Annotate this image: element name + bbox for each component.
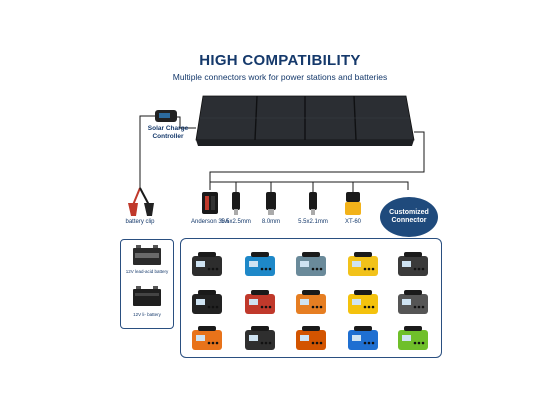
battery-panel: 12V lead-acid battery 12V li- battery — [120, 239, 174, 329]
connector-label-battery-clip: battery clip — [125, 219, 155, 225]
power-station-icon — [398, 252, 428, 276]
power-station-icon — [296, 326, 326, 350]
power-station-icon — [296, 252, 326, 276]
charge-controller-icon — [155, 110, 177, 122]
power-station-icon — [296, 290, 326, 314]
dc-plug-icon — [309, 192, 317, 215]
customized-connector-badge: Customized Connector — [380, 197, 438, 237]
power-station-icon — [245, 252, 275, 276]
customized-connector-label: Customized Connector — [389, 209, 429, 224]
anderson-connector-icon — [202, 192, 218, 214]
power-station-icon — [348, 326, 378, 350]
connector-label-5521: 5.5x2.1mm — [298, 219, 328, 225]
connector-label-xt60: XT-60 — [344, 219, 361, 225]
xt60-connector-icon — [345, 192, 361, 215]
power-station-icon — [192, 290, 222, 314]
page-subtitle: Multiple connectors work for power stati… — [172, 72, 388, 82]
power-station-icon — [398, 290, 428, 314]
battery-label-lithium: 12V li- battery — [133, 312, 161, 317]
dc-plug-icon — [266, 192, 276, 215]
connector-label-anderson: Anderson 30A — [190, 219, 230, 225]
connector-label-8mm: 8.0mm — [261, 219, 281, 225]
power-station-icon — [398, 326, 428, 350]
power-station-grid — [181, 239, 441, 357]
power-station-icon — [192, 252, 222, 276]
battery-clip-icon — [128, 187, 154, 216]
battery-label-lead-acid: 12V lead-acid battery — [125, 269, 169, 274]
power-station-icon — [192, 326, 222, 350]
solar-panel-icon — [195, 95, 415, 146]
power-station-icon — [245, 326, 275, 350]
lead-acid-battery-icon — [133, 245, 161, 265]
page-title: HIGH COMPATIBILITY — [199, 52, 361, 69]
power-station-icon — [348, 252, 378, 276]
power-station-icon — [245, 290, 275, 314]
lithium-battery-icon — [133, 286, 161, 306]
controller-label: Solar Charge Controller — [147, 125, 189, 140]
dc-plug-icon — [232, 192, 240, 215]
power-station-panel — [180, 238, 442, 358]
power-station-icon — [348, 290, 378, 314]
connector-label-5525: 5.5x2.5mm — [221, 219, 251, 225]
